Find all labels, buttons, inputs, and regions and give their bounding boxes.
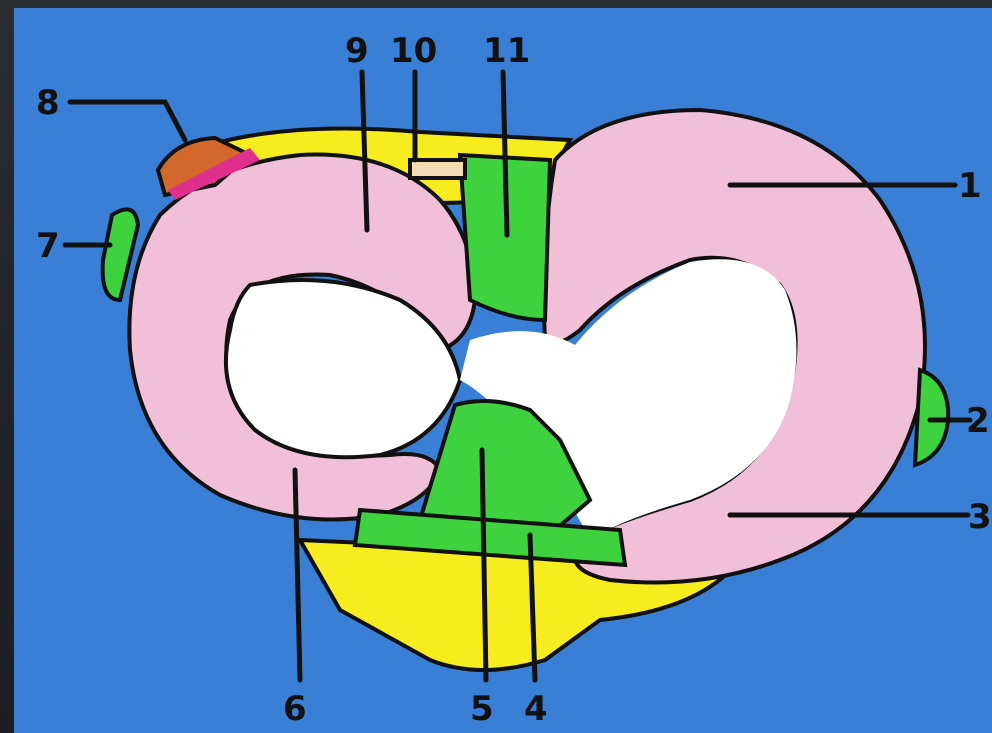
label-4: 4 [524,689,548,729]
label-5: 5 [470,689,494,729]
label-7: 7 [36,226,60,266]
label-11: 11 [483,31,530,71]
label-1: 1 [958,166,982,206]
label-3: 3 [968,497,992,537]
label-9: 9 [345,31,369,71]
label-10: 10 [390,31,437,71]
label-8: 8 [36,83,60,123]
label-6: 6 [283,689,307,729]
label-2: 2 [966,401,990,441]
infrapatellar-fat-lobule [410,160,465,178]
